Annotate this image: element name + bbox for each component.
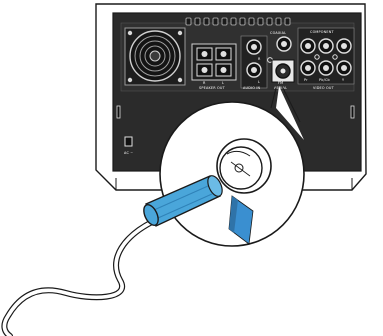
fm-socket-closeup: [216, 138, 272, 194]
port-pr-label: Pr: [304, 78, 308, 82]
audio-in-jacks: R L AUDIO IN: [240, 35, 268, 90]
panel-side-details: AC ~: [116, 105, 355, 155]
speaker-out-terminals: R L SPEAKER OUT: [191, 43, 237, 90]
audio-in-label: AUDIO IN: [243, 86, 261, 90]
cooling-fan-icon: [124, 27, 186, 86]
speaker-channel-r-label: R: [203, 81, 206, 85]
video-out-jacks: COMPONENT Pr Pb/Cb Y VIDEO OUT: [297, 27, 355, 90]
magnified-callout-circle: [159, 101, 305, 247]
callout-pointer: [276, 86, 304, 140]
port-pb-label: Pb/Cb: [319, 78, 330, 82]
coaxial-label: COAXIAL: [270, 31, 286, 35]
audio-in-l-label: L: [258, 80, 260, 84]
insert-direction-arrow-icon: [228, 195, 254, 245]
vent-slots: [185, 17, 291, 26]
speaker-channel-l-label: L: [222, 81, 224, 85]
fm-label: FM: [278, 81, 283, 85]
video-out-label: VIDEO OUT: [313, 86, 335, 90]
port-y-label: Y: [342, 78, 345, 82]
fm-antenna-plug: [143, 175, 223, 227]
ac-label: AC ~: [124, 151, 133, 155]
component-label: COMPONENT: [310, 30, 334, 34]
fm-aerial-label: AERIAL: [274, 86, 287, 90]
coaxial-fm-column: COAXIAL FM AERIAL: [267, 31, 295, 90]
audio-in-r-label: R: [258, 57, 261, 61]
speaker-out-label: SPEAKER OUT: [199, 86, 226, 90]
